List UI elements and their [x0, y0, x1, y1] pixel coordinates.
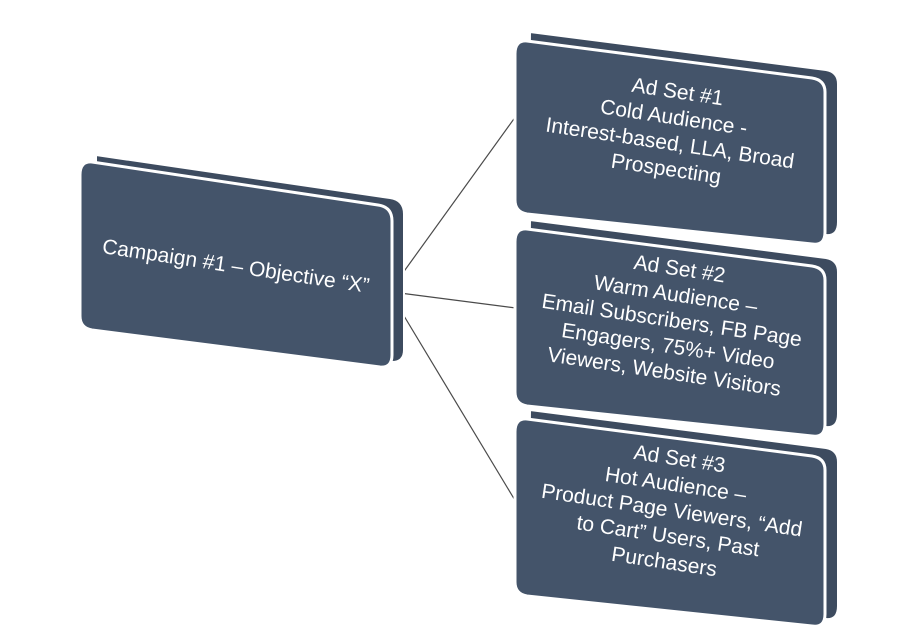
connector-root-to-adset-3 [391, 295, 517, 503]
adset-1-node: Ad Set #1 Cold Audience - Interest-based… [513, 30, 839, 246]
connector-root-to-adset-2 [391, 291, 517, 309]
adset-1-node-face [513, 39, 827, 246]
connector-root-to-adset-1 [391, 115, 517, 289]
adset-2-node: Ad Set #2 Warm Audience – Email Subscrib… [513, 218, 839, 438]
adset-3-node-face [513, 417, 827, 628]
campaign-node-face [78, 160, 394, 369]
campaign-node: Campaign #1 – Objective “X” [78, 153, 405, 369]
adset-3-node: Ad Set #3 Hot Audience – Product Page Vi… [513, 408, 839, 628]
adset-2-node-face [513, 227, 827, 438]
